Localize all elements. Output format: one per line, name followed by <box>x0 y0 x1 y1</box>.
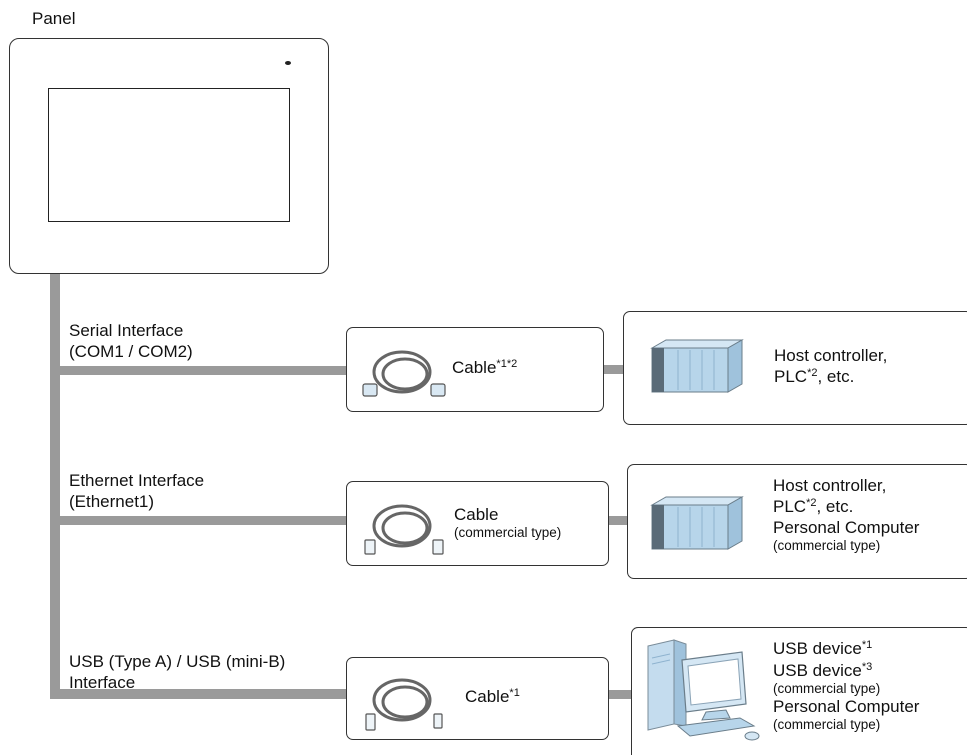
usb-line <box>50 689 347 699</box>
panel-device <box>9 38 329 274</box>
ethernet-cable-box: Cable (commercial type) <box>346 481 609 566</box>
ethernet-device-box: Host controller, PLC*2, etc. Personal Co… <box>627 464 967 579</box>
usb-cable-label: Cable*1 <box>465 687 520 706</box>
ethernet-device-connector <box>609 516 629 525</box>
ethernet-cable-label: Cable (commercial type) <box>454 505 562 540</box>
serial-line <box>50 366 347 375</box>
serial-cable-box: Cable*1*2 <box>346 327 604 412</box>
serial-device-box: Host controller, PLC*2, etc. <box>623 311 967 425</box>
panel-label: Panel <box>32 9 76 28</box>
ethernet-cable-icon <box>364 504 444 555</box>
serial-device-label: Host controller, PLC*2, etc. <box>774 346 888 386</box>
ethernet-device-label: Host controller, PLC*2, etc. Personal Co… <box>773 476 920 553</box>
usb-device-label: USB device*1 USB device*3 (commercial ty… <box>773 639 920 732</box>
serial-interface-label: Serial Interface (COM1 / COM2) <box>69 321 193 361</box>
serial-device-connector <box>604 365 624 374</box>
panel-screen <box>48 88 290 222</box>
serial-cable-icon <box>362 350 446 397</box>
usb-interface-label: USB (Type A) / USB (mini-B) Interface <box>69 652 286 692</box>
usb-device-connector <box>609 690 633 699</box>
ethernet-interface-label: Ethernet Interface (Ethernet1) <box>69 471 205 511</box>
personal-computer-icon <box>647 639 760 741</box>
usb-cable-icon <box>365 678 443 731</box>
usb-cable-box: Cable*1 <box>346 657 609 740</box>
plc-icon <box>650 339 744 393</box>
usb-device-box: USB device*1 USB device*3 (commercial ty… <box>631 627 967 755</box>
ethernet-line <box>50 516 347 525</box>
plc-icon <box>650 496 744 550</box>
trunk-line <box>50 274 60 699</box>
serial-cable-label: Cable*1*2 <box>452 358 518 377</box>
panel-led <box>285 61 291 65</box>
